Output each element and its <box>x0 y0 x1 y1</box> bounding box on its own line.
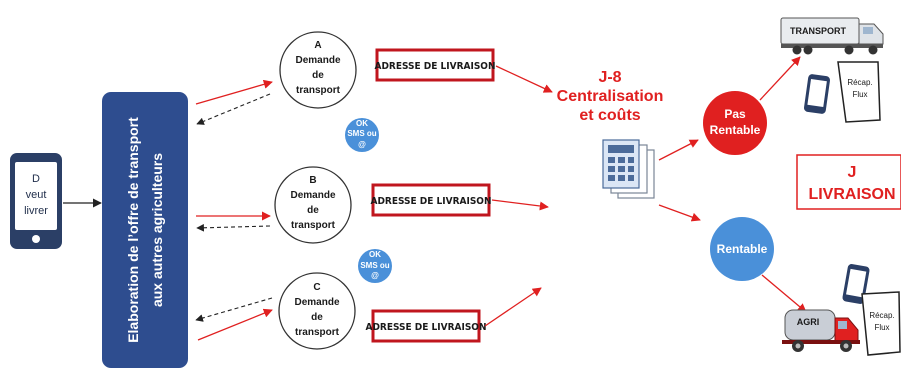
centralisation-line-1: J-8 <box>598 69 621 86</box>
arrow-address-b-to-central <box>491 199 549 211</box>
ok-sms-badge-1: OK SMS ou @ <box>345 118 379 152</box>
transport-truck-label: TRANSPORT <box>790 26 847 36</box>
recap-bottom-line-2: Flux <box>874 323 889 332</box>
rentable-label: Rentable <box>717 242 768 256</box>
address-a-label: ADRESSE DE LIVRAISON <box>375 61 496 72</box>
bar-title-line-2: aux autres agriculteurs <box>149 153 165 307</box>
ok-sms-badge-2: OK SMS ou @ <box>358 249 392 283</box>
phone-line-2: veut <box>26 189 47 201</box>
agri-truck-label: AGRI <box>797 317 820 327</box>
ok-badge-2-line-2: SMS ou <box>360 261 389 270</box>
recap-flux-document-top: Récap. Flux <box>837 61 881 123</box>
ok-badge-1-line-1: OK <box>356 119 368 128</box>
centralisation-label: J-8 Centralisation et coûts <box>557 69 664 124</box>
request-circle-a: A Demande de transport <box>279 31 357 109</box>
livraison-line-1: J <box>848 164 857 181</box>
request-a-line-2: de <box>312 70 324 81</box>
ok-badge-1-line-2: SMS ou <box>347 129 376 138</box>
request-c-letter: C <box>313 282 320 293</box>
request-b-letter: B <box>309 175 316 186</box>
transport-truck-icon: TRANSPORT <box>780 17 884 55</box>
request-b-line-2: de <box>307 205 319 216</box>
pas-rentable-line-1: Pas <box>724 107 746 121</box>
address-c-label: ADRESSE DE LIVRAISON <box>366 322 487 333</box>
request-b-line-3: transport <box>291 220 336 231</box>
address-box-b: ADRESSE DE LIVRAISON <box>371 183 492 217</box>
arrow-to-transport-truck <box>759 56 801 101</box>
phone-line-3: livrer <box>24 205 48 217</box>
arrow-bar-to-c <box>197 308 273 341</box>
recap-top-line-1: Récap. <box>847 78 872 87</box>
recap-bottom-line-1: Récap. <box>869 311 894 320</box>
address-box-c: ADRESSE DE LIVRAISON <box>366 309 487 343</box>
rentable-badge: Rentable <box>710 217 774 281</box>
request-circle-c: C Demande de transport <box>278 272 356 350</box>
centralisation-line-2: Centralisation <box>557 88 664 105</box>
arrow-address-c-to-central <box>484 287 542 327</box>
arrow-calc-to-pas-rentable <box>658 139 699 161</box>
pas-rentable-line-2: Rentable <box>710 123 761 137</box>
pas-rentable-badge: Pas Rentable <box>703 91 767 155</box>
calculator-documents-icon <box>602 139 655 199</box>
request-a-letter: A <box>314 40 321 51</box>
ok-badge-1-line-3: @ <box>358 140 366 149</box>
request-a-line-3: transport <box>296 85 341 96</box>
request-c-line-2: de <box>311 312 323 323</box>
livraison-line-2: LIVRAISON <box>808 186 895 203</box>
centralisation-line-3: et coûts <box>579 107 640 124</box>
phone-line-1: D <box>32 173 40 185</box>
phone-icon: D veut livrer <box>10 153 62 249</box>
address-b-label: ADRESSE DE LIVRAISON <box>371 196 492 207</box>
request-circle-b: B Demande de transport <box>274 166 352 244</box>
livraison-box: J LIVRAISON <box>796 154 901 210</box>
recap-top-line-2: Flux <box>852 90 867 99</box>
request-a-line-1: Demande <box>295 55 340 66</box>
ok-badge-2-line-3: @ <box>371 271 379 280</box>
arrow-c-to-bar <box>195 297 273 322</box>
arrow-address-a-to-central <box>495 65 553 93</box>
request-c-line-1: Demande <box>294 297 339 308</box>
arrow-b-to-bar <box>196 223 271 232</box>
ok-badge-2-line-1: OK <box>369 250 381 259</box>
request-b-line-1: Demande <box>290 190 335 201</box>
address-box-a: ADRESSE DE LIVRAISON <box>375 48 496 82</box>
offer-elaboration-bar: Elaboration de l’offre de transport aux … <box>102 92 188 368</box>
bar-title-line-1: Elaboration de l’offre de transport <box>125 117 141 343</box>
agri-truck-icon: AGRI <box>782 309 860 352</box>
request-c-line-3: transport <box>295 327 340 338</box>
arrow-a-to-bar <box>196 93 271 125</box>
arrow-calc-to-rentable <box>658 204 701 222</box>
recap-flux-document-bottom: Récap. Flux <box>861 291 901 356</box>
arrow-bar-to-a <box>195 79 273 105</box>
arrow-to-agri-truck <box>761 274 807 313</box>
small-phone-icon-top <box>803 74 831 114</box>
